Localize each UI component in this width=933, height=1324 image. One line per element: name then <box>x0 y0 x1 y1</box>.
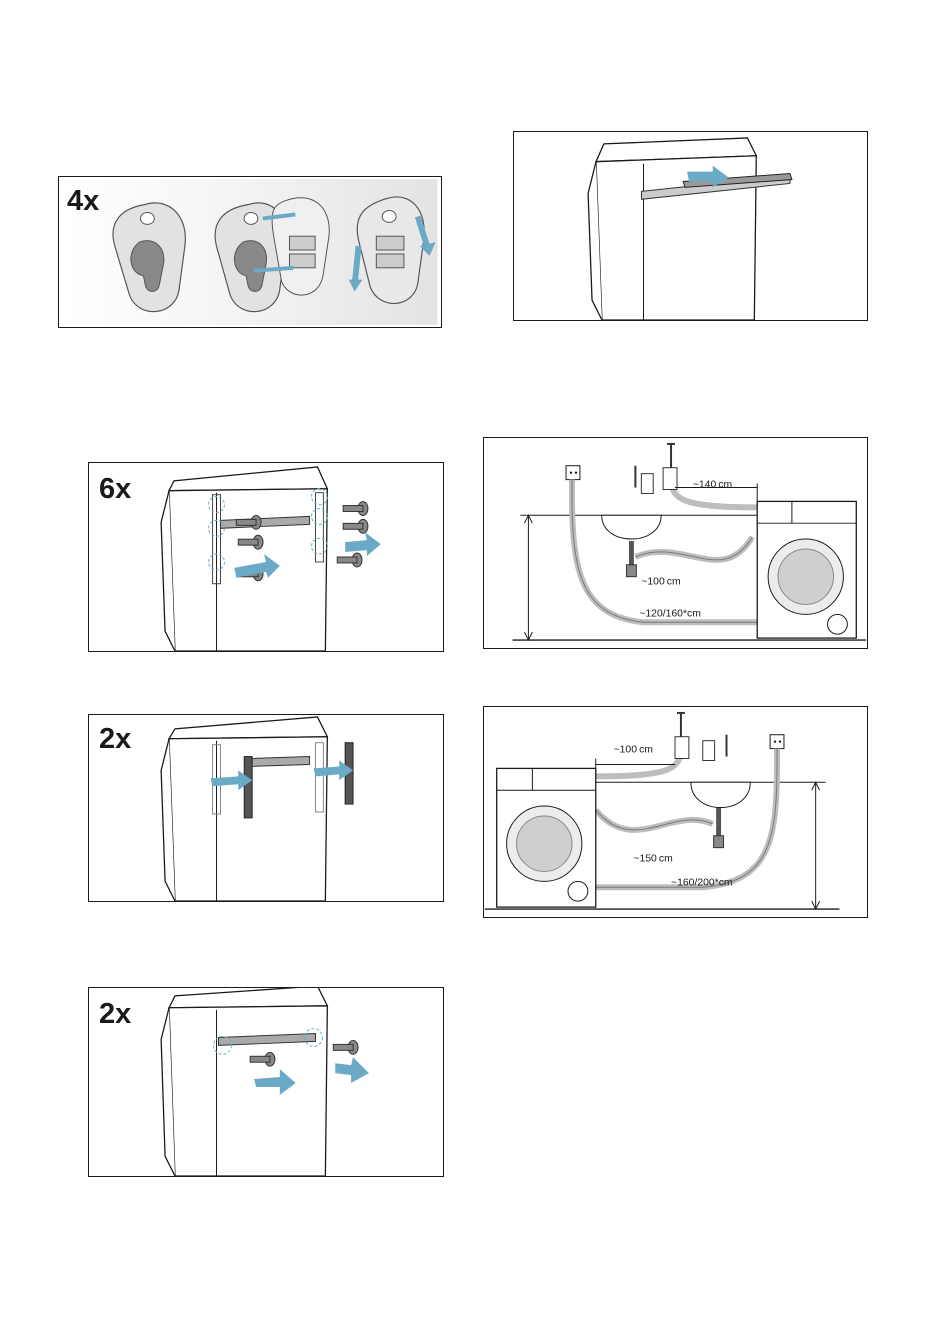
dimension-supply-label: ~160/200*cm <box>671 877 733 888</box>
dimension-top-label: ~140 cm <box>693 480 732 491</box>
remove-rails-illustration <box>89 715 443 901</box>
remove-screws-illustration <box>89 463 443 651</box>
panel-hose-layout-left-sink: ~140 cm ~100 cm ~120/160*cm <box>483 437 868 649</box>
dimension-drain-label: ~150 cm <box>633 854 672 865</box>
washing-machine-icon <box>757 501 856 638</box>
dimension-top-label: ~100 cm <box>614 745 653 756</box>
quantity-label: 2x <box>99 725 131 754</box>
panel-remove-screws: 6x <box>88 462 444 652</box>
quantity-label: 6x <box>99 475 131 504</box>
panel-remove-rails: 2x <box>88 714 444 902</box>
hose-layout-right-illustration: ~100 cm ~150 cm ~160/200*cm <box>484 707 867 917</box>
panel-hose-layout-right-sink: ~100 cm ~150 cm ~160/200*cm <box>483 706 868 918</box>
panel-transport-caps: 4x <box>58 176 442 328</box>
dimension-supply-label: ~120/160*cm <box>639 608 701 619</box>
pull-out-rail-illustration <box>514 132 867 320</box>
dimension-drain-label: ~100 cm <box>641 577 680 588</box>
panel-pull-out-rail <box>513 131 868 321</box>
remove-rear-screws-illustration <box>89 988 443 1176</box>
transport-caps-illustration <box>59 177 441 327</box>
quantity-label: 2x <box>99 1000 131 1029</box>
hose-layout-left-illustration: ~140 cm ~100 cm ~120/160*cm <box>484 438 867 648</box>
panel-remove-rear-screws: 2x <box>88 987 444 1177</box>
quantity-label: 4x <box>67 187 99 216</box>
washing-machine-icon <box>497 768 596 907</box>
